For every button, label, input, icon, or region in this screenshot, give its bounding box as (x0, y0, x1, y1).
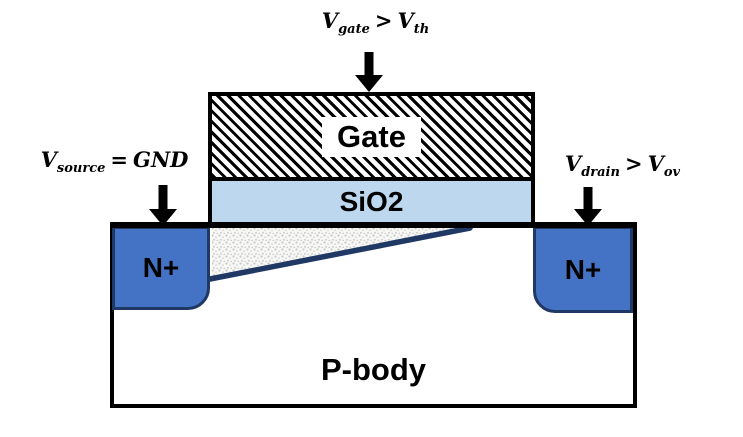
p-body-label: P-body (320, 352, 427, 387)
n-plus-source-region: N+ (112, 226, 210, 310)
drain-voltage-label: Vdrain>Vov (540, 151, 705, 180)
channel-pinchoff-line (207, 225, 473, 282)
gate-voltage-label: Vgate>Vth (268, 8, 483, 37)
gate-voltage-rhs-sub: th (413, 22, 430, 37)
gate-voltage-symbol-sub: gate (338, 22, 370, 37)
drain-voltage-operator: > (624, 151, 643, 176)
arrow-stem (364, 52, 374, 77)
n-plus-drain-label: N+ (564, 253, 602, 285)
gate-voltage-down-arrow-icon (355, 52, 383, 92)
drain-voltage-symbol-sub: drain (581, 165, 620, 180)
gate-voltage-rhs: V (397, 8, 414, 33)
arrow-stem (158, 185, 168, 211)
arrow-head (574, 209, 602, 226)
channel-region (207, 225, 473, 282)
oxide-region: SiO2 (208, 181, 535, 222)
source-voltage-label: Vsource =GND (22, 147, 207, 176)
source-voltage-symbol: V (40, 147, 57, 172)
drain-voltage-rhs-sub: ov (663, 165, 681, 180)
arrow-head (355, 75, 383, 92)
oxide-label: SiO2 (339, 185, 404, 217)
gate-voltage-symbol: V (321, 8, 339, 33)
gate-region: Gate (208, 92, 535, 181)
drain-voltage-symbol: V (564, 151, 582, 176)
source-voltage-operator: = (110, 147, 129, 172)
gate-voltage-operator: > (374, 8, 393, 33)
surface-line (110, 222, 637, 228)
source-voltage-symbol-sub: source (56, 161, 106, 176)
gate-label: Gate (322, 116, 421, 157)
n-plus-source-label: N+ (142, 252, 180, 283)
drain-voltage-rhs: V (647, 151, 664, 176)
n-plus-drain-region: N+ (533, 226, 633, 313)
arrow-head (149, 209, 177, 226)
arrow-stem (583, 187, 593, 211)
source-voltage-down-arrow-icon (149, 185, 177, 226)
source-voltage-rhs: GND (133, 147, 189, 172)
drain-voltage-down-arrow-icon (574, 187, 602, 226)
